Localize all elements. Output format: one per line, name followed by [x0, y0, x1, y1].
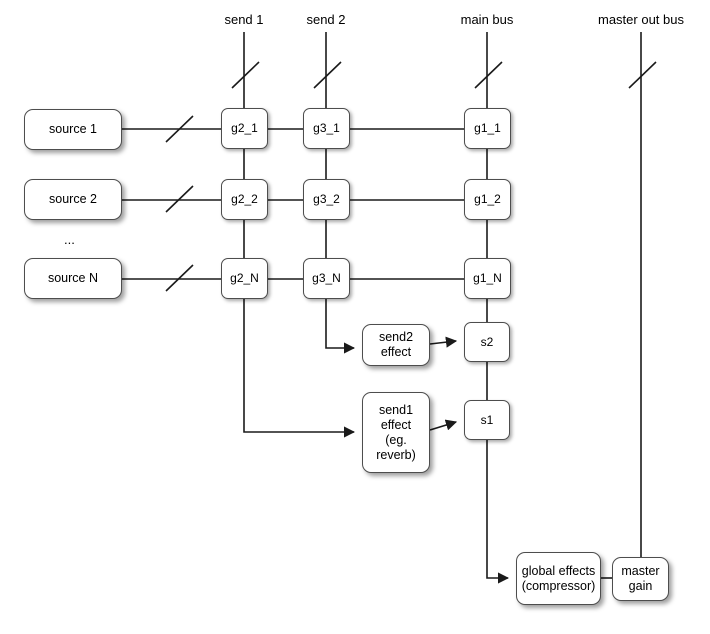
- node-source-1-label: source 1: [49, 122, 97, 136]
- node-send2-effect[interactable]: send2 effect: [362, 324, 430, 366]
- node-send2-effect-label: send2 effect: [378, 330, 414, 359]
- node-global-effects-label: global effects (compressor): [521, 563, 596, 593]
- node-g1_1[interactable]: g1_1: [464, 108, 511, 149]
- node-g3_2[interactable]: g3_2: [303, 179, 350, 220]
- bus-label-send1: send 1: [224, 12, 264, 27]
- node-source-1[interactable]: source 1: [24, 109, 122, 150]
- slash-source-n: [165, 264, 194, 292]
- node-source-2[interactable]: source 2: [24, 179, 122, 220]
- node-send1-effect[interactable]: send1 effect (eg. reverb): [362, 392, 430, 473]
- node-master-gain[interactable]: master gain: [612, 557, 669, 601]
- node-g2_1-label: g2_1: [231, 121, 258, 135]
- node-g3_1-label: g3_1: [313, 121, 340, 135]
- node-g2_N-label: g2_N: [230, 271, 259, 285]
- slash-source-2: [165, 185, 194, 213]
- slash-send1-bus: [231, 61, 260, 89]
- wire-send1-effect-to-s1: [429, 419, 458, 431]
- wire-send1-bus-to-send1-effect: [243, 299, 356, 438]
- node-s1-label: s1: [480, 412, 494, 427]
- node-g2_2[interactable]: g2_2: [221, 179, 268, 220]
- sources-ellipsis: ...: [64, 232, 75, 247]
- slash-source-1: [165, 115, 194, 143]
- bus-label-send2: send 2: [306, 12, 346, 27]
- node-send1-effect-label: send1 effect (eg. reverb): [376, 402, 416, 462]
- node-g1_N[interactable]: g1_N: [464, 258, 511, 299]
- node-s1[interactable]: s1: [464, 400, 510, 440]
- node-g1_1-label: g1_1: [474, 121, 501, 135]
- node-g2_1[interactable]: g2_1: [221, 108, 268, 149]
- slash-main-bus: [474, 61, 503, 89]
- node-source-n-label: source N: [47, 271, 99, 285]
- node-s2-label: s2: [480, 334, 494, 349]
- wire-send2-bus-to-send2-effect: [325, 299, 356, 354]
- slash-send2-bus: [313, 61, 342, 89]
- node-g1_2[interactable]: g1_2: [464, 179, 511, 220]
- wire-send2-effect-to-s2: [429, 336, 458, 348]
- node-g3_1[interactable]: g3_1: [303, 108, 350, 149]
- node-source-2-label: source 2: [49, 192, 97, 206]
- bus-label-master-out-bus: master out bus: [598, 12, 684, 27]
- node-global-effects[interactable]: global effects (compressor): [516, 552, 601, 605]
- node-master-gain-label: master gain: [621, 564, 660, 593]
- node-g1_2-label: g1_2: [474, 192, 501, 206]
- node-g2_N[interactable]: g2_N: [221, 258, 268, 299]
- node-g3_N[interactable]: g3_N: [303, 258, 350, 299]
- node-g3_N-label: g3_N: [312, 271, 341, 285]
- node-g3_2-label: g3_2: [313, 192, 340, 206]
- node-source-n[interactable]: source N: [24, 258, 122, 299]
- wire-mainbus-to-global-effects: [486, 440, 510, 584]
- bus-label-main-bus: main bus: [460, 12, 514, 27]
- node-g1_N-label: g1_N: [473, 271, 502, 285]
- node-g2_2-label: g2_2: [231, 192, 258, 206]
- node-s2[interactable]: s2: [464, 322, 510, 362]
- slash-master-out-bus: [628, 61, 657, 89]
